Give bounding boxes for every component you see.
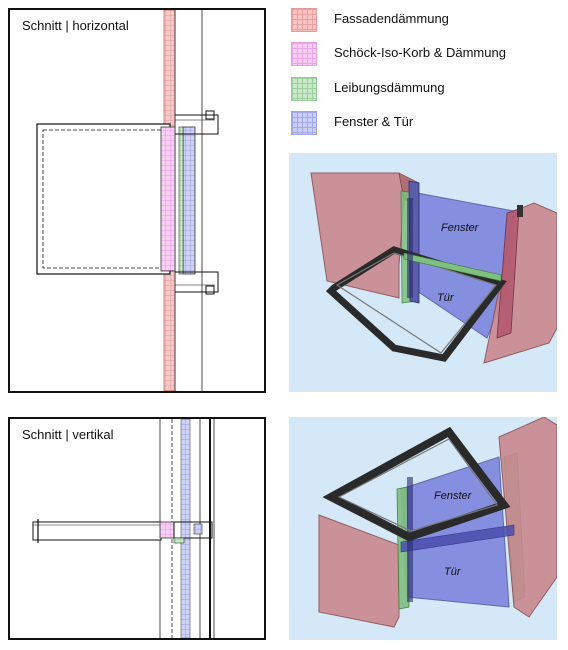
iso-korb-element bbox=[160, 126, 176, 272]
vertical-section-drawing bbox=[32, 419, 215, 638]
3d-view-top: Fenster Tür bbox=[289, 153, 557, 392]
vertical-section-panel: Schnitt | vertikal bbox=[8, 417, 266, 640]
legend-label-reveal: Leibungsdämmung bbox=[334, 80, 445, 95]
legend-label-facade: Fassadendämmung bbox=[334, 11, 449, 26]
legend-swatch-facade bbox=[291, 8, 317, 32]
3d-view-bottom: Fenster Tür bbox=[289, 417, 557, 640]
vertical-iso-korb bbox=[159, 521, 175, 539]
legend-swatch-window-door bbox=[291, 111, 317, 135]
vertical-section-title: Schnitt | vertikal bbox=[22, 427, 114, 442]
legend-label-window-door: Fenster & Tür bbox=[334, 114, 414, 129]
3d-view-bottom-drawing: Fenster Tür bbox=[318, 417, 557, 628]
bottom-window-label: Fenster bbox=[434, 490, 473, 502]
top-window-label: Fenster bbox=[441, 222, 480, 234]
legend-swatch-reveal bbox=[291, 77, 317, 101]
horizontal-section-panel: Schnitt | horizontal bbox=[8, 8, 266, 393]
facade-wall-left bbox=[310, 172, 405, 299]
facade-wall-left-bottom bbox=[318, 514, 400, 628]
balcony-slab-outline bbox=[36, 123, 171, 275]
door-vertical-strip bbox=[180, 419, 191, 638]
balcony-frame-bottom bbox=[322, 426, 511, 542]
top-door-label: Tür bbox=[437, 292, 455, 304]
legend-label-iso-korb: Schöck-Iso-Korb & Dämmung bbox=[334, 45, 506, 60]
horizontal-section-drawing bbox=[36, 10, 219, 391]
legend-swatch-iso-korb bbox=[291, 42, 317, 66]
door-frame-element bbox=[182, 126, 196, 275]
horizontal-section-title: Schnitt | horizontal bbox=[22, 18, 129, 33]
3d-view-top-drawing: Fenster Tür bbox=[310, 172, 557, 364]
bottom-door-label: Tür bbox=[444, 566, 462, 578]
facade-wall-right-bottom bbox=[498, 417, 557, 618]
balcony-frame bbox=[325, 246, 507, 362]
